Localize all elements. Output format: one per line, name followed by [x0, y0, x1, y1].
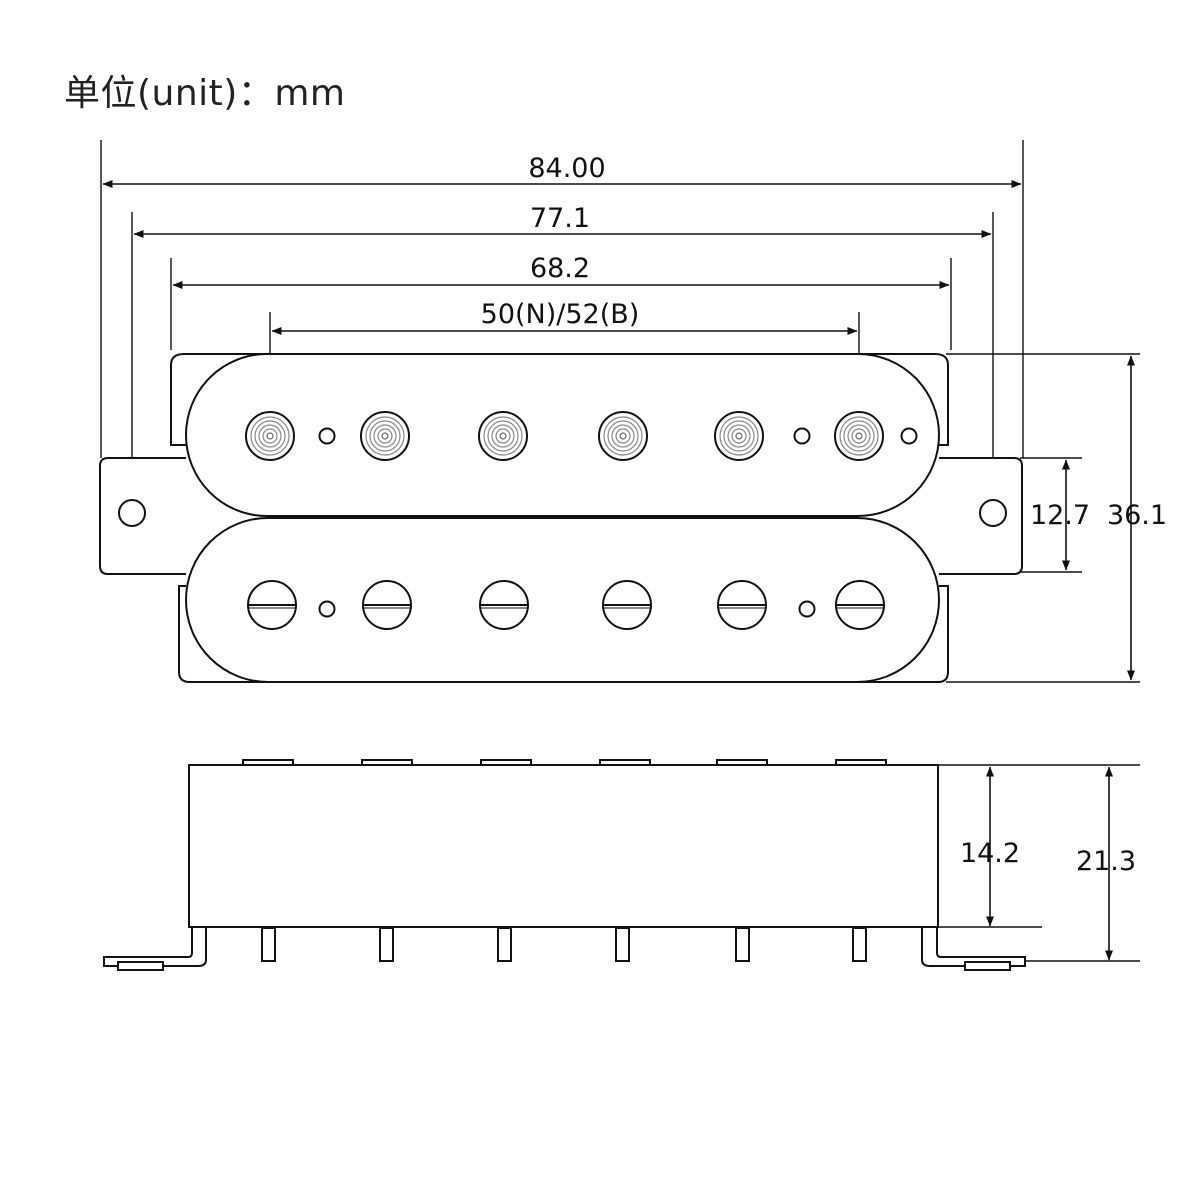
dim-body-height: 14.2 — [960, 838, 1020, 869]
slotted-pole-icon — [717, 580, 767, 630]
pole-screw-icon — [360, 411, 410, 461]
dim-total-height: 21.3 — [1076, 846, 1136, 877]
side-extension-lines — [938, 764, 1140, 962]
screw-leg — [735, 927, 750, 962]
pole-screw-icon — [478, 411, 528, 461]
small-hole-icon — [793, 427, 811, 445]
screw-leg — [852, 927, 867, 962]
pickup-side-view — [103, 759, 1026, 971]
bracket-foot-left — [117, 961, 164, 971]
slotted-pole-icon — [479, 580, 529, 630]
bracket-foot-right — [964, 961, 1011, 971]
small-hole-icon — [900, 427, 918, 445]
screw-leg — [497, 927, 512, 962]
dim-base-length: 68.2 — [530, 253, 590, 284]
pole-screw-icon — [598, 411, 648, 461]
mount-hole-right — [979, 499, 1007, 527]
pole-screw-icon — [714, 411, 764, 461]
screw-leg — [261, 927, 276, 962]
extension-lines — [100, 140, 1140, 683]
mount-tab-left — [99, 457, 186, 575]
coil-bottom — [185, 517, 940, 683]
slotted-pole-icon — [602, 580, 652, 630]
slotted-pole-icon — [247, 580, 297, 630]
unit-label: 单位(unit)：mm — [64, 73, 346, 114]
dim-total-width: 36.1 — [1107, 500, 1167, 531]
bottom-coil-poles — [247, 580, 885, 630]
small-hole-icon — [798, 600, 816, 618]
dim-pole-spacing: 50(N)/52(B) — [481, 299, 640, 330]
dimension-lines — [102, 180, 1135, 961]
mount-hole-left — [118, 499, 146, 527]
side-bracket-left — [103, 928, 207, 967]
dim-total-length: 84.00 — [528, 153, 605, 184]
dim-tab-height: 12.7 — [1030, 500, 1090, 531]
slotted-pole-icon — [835, 580, 885, 630]
pole-screw-icon — [834, 411, 884, 461]
dim-mount-hole-spacing: 77.1 — [530, 203, 590, 234]
pole-screw-icon — [245, 411, 295, 461]
coil-top — [185, 353, 940, 517]
small-hole-icon — [318, 600, 336, 618]
top-coil-poles — [245, 411, 918, 461]
small-hole-icon — [318, 427, 336, 445]
side-body — [188, 764, 939, 928]
screw-leg — [615, 927, 630, 962]
screw-leg — [379, 927, 394, 962]
slotted-pole-icon — [362, 580, 412, 630]
pickup-top-view — [99, 353, 1023, 683]
side-bracket-right — [921, 928, 1026, 967]
